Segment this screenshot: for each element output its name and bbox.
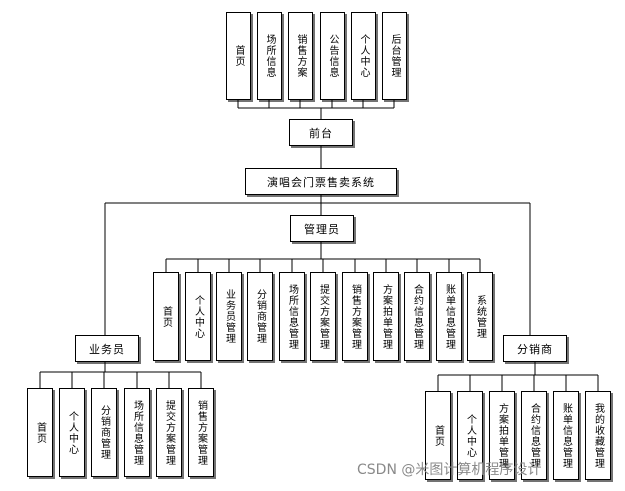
salesperson-module-distributor-mgmt: 分销商管理 — [91, 388, 117, 477]
distributor-module-favorites-mgmt: 我的收藏管理 — [585, 391, 611, 480]
salesperson-module-submit-plan-mgmt: 提交方案管理 — [156, 388, 182, 477]
frontend-module-announcement: 公告信息 — [320, 12, 345, 100]
frontend-module-personal-center: 个人中心 — [351, 12, 376, 100]
admin-module-bill-info-mgmt: 账单信息管理 — [436, 272, 462, 361]
salesperson-module-home: 首页 — [27, 388, 53, 477]
salesperson-module-venue-info-mgmt: 场所信息管理 — [124, 388, 150, 477]
admin-module-plan-order-mgmt: 方案拍单管理 — [373, 272, 399, 361]
salesperson-node: 业务员 — [75, 335, 139, 362]
admin-module-salesperson-mgmt: 业务员管理 — [216, 272, 242, 361]
system-root-node: 演唱会门票售卖系统 — [245, 168, 397, 195]
distributor-module-plan-order-mgmt: 方案拍单管理 — [489, 391, 515, 480]
salesperson-module-personal-center: 个人中心 — [59, 388, 85, 477]
admin-module-home: 首页 — [153, 272, 179, 361]
admin-module-personal-center: 个人中心 — [185, 272, 211, 361]
distributor-node: 分销商 — [503, 335, 567, 362]
admin-module-distributor-mgmt: 分销商管理 — [247, 272, 273, 361]
salesperson-module-sales-plan-mgmt: 销售方案管理 — [188, 388, 214, 477]
distributor-module-home: 首页 — [425, 391, 451, 480]
admin-module-venue-info-mgmt: 场所信息管理 — [279, 272, 305, 361]
admin-module-contract-info-mgmt: 合约信息管理 — [404, 272, 430, 361]
admin-module-submit-plan-mgmt: 提交方案管理 — [310, 272, 336, 361]
frontend-module-venue-info: 场所信息 — [257, 12, 282, 100]
frontend-module-home: 首页 — [226, 12, 251, 100]
frontend-module-backend-admin: 后台管理 — [382, 12, 407, 100]
distributor-module-personal-center: 个人中心 — [457, 391, 483, 480]
frontend-node: 前台 — [289, 119, 353, 146]
admin-module-system-mgmt: 系统管理 — [467, 272, 493, 361]
distributor-module-bill-info-mgmt: 账单信息管理 — [553, 391, 579, 480]
watermark-text: CSDN @米图计算机程序设计 — [357, 462, 542, 478]
admin-module-sales-plan-mgmt: 销售方案管理 — [342, 272, 368, 361]
admin-node: 管理员 — [290, 215, 354, 242]
frontend-module-sales-plan: 销售方案 — [288, 12, 313, 100]
distributor-module-contract-info-mgmt: 合约信息管理 — [521, 391, 547, 480]
